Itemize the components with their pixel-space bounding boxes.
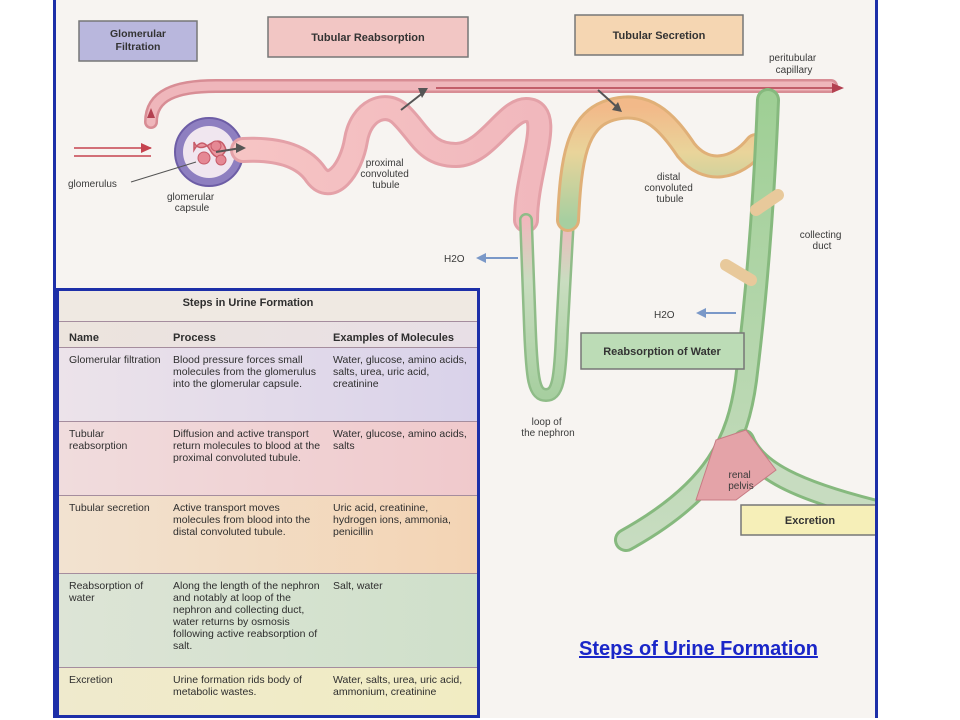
table-row: Excretion Urine formation rids body of m… xyxy=(59,667,477,715)
table-row: Tubular reabsorption Diffusion and activ… xyxy=(59,421,477,495)
row-name: Reabsorption of water xyxy=(69,580,144,604)
row-examples: Water, glucose, amino acids, salts, urea… xyxy=(333,354,467,390)
afferent-arteriole xyxy=(74,143,152,157)
tubular-reabsorption-banner: Tubular Reabsorption xyxy=(267,16,469,58)
peritubular-capillary-label: peritubular capillary xyxy=(769,53,819,76)
collecting-duct-shape xyxy=(614,88,875,552)
row-examples: Salt, water xyxy=(333,580,383,592)
h2o-label-duct: H2O xyxy=(654,310,675,321)
svg-text:Tubular Secretion: Tubular Secretion xyxy=(613,30,706,42)
water-arrow-loop xyxy=(476,253,518,263)
caption-link[interactable]: Steps of Urine Formation xyxy=(579,638,818,660)
header-process: Process xyxy=(173,332,216,344)
reabsorption-of-water-banner: Reabsorption of Water xyxy=(580,332,745,370)
glomerulus-pointer xyxy=(130,161,197,183)
loop-lumen xyxy=(521,215,573,400)
collecting-duct-label: collecting duct xyxy=(800,230,844,252)
row-name: Glomerular filtration xyxy=(69,354,161,366)
row-name: Tubular secretion xyxy=(69,502,150,514)
table-title: Steps in Urine Formation xyxy=(182,297,314,309)
h2o-label-loop: H2O xyxy=(444,254,465,265)
renal-pelvis-label: renal pelvis xyxy=(728,470,754,492)
row-process: Urine formation rids body of metabolic w… xyxy=(173,674,302,698)
table-row: Tubular secretion Active transport moves… xyxy=(59,495,477,573)
water-arrow-duct xyxy=(696,308,736,318)
svg-text:Reabsorption of Water: Reabsorption of Water xyxy=(603,346,721,358)
dct-lumen xyxy=(559,98,765,229)
svg-text:Excretion: Excretion xyxy=(785,515,835,527)
loop-of-nephron-label: loop of the nephron xyxy=(521,417,574,439)
table-row: Glomerular filtration Blood pressure for… xyxy=(59,347,477,421)
secretion-arrow xyxy=(597,89,622,112)
excretion-banner: Excretion xyxy=(740,504,875,536)
glomerulus-label: glomerulus xyxy=(68,179,117,190)
glomerular-capsule-label: glomerular capsule xyxy=(167,192,217,214)
row-process: Active transport moves molecules from bl… xyxy=(173,502,311,538)
row-process: Blood pressure forces small molecules fr… xyxy=(173,354,316,390)
reabsorption-arrow xyxy=(400,88,428,111)
table-header-row: Name Process Examples of Molecules xyxy=(59,321,477,347)
row-examples: Water, salts, urea, uric acid, ammonium,… xyxy=(333,674,463,698)
svg-text:Tubular Reabsorption: Tubular Reabsorption xyxy=(311,32,425,44)
row-name: Tubular reabsorption xyxy=(69,428,128,452)
header-examples: Examples of Molecules xyxy=(333,332,455,344)
filtration-arrow xyxy=(215,143,246,153)
row-examples: Uric acid, creatinine, hydrogen ions, am… xyxy=(333,502,451,538)
tubular-secretion-banner: Tubular Secretion xyxy=(574,14,744,56)
row-name: Excretion xyxy=(69,674,113,686)
row-process: Diffusion and active transport return mo… xyxy=(173,428,321,464)
row-examples: Water, glucose, amino acids, salts xyxy=(333,428,467,452)
peritubular-capillary-vessel xyxy=(144,79,844,129)
table-row: Reabsorption of water Along the length o… xyxy=(59,573,477,667)
steps-table: Steps in Urine Formation Name Process Ex… xyxy=(56,288,480,718)
row-process: Along the length of the nephron and nota… xyxy=(173,580,320,652)
distal-convoluted-tubule-label: distal convoluted tubule xyxy=(644,172,695,205)
pct-lumen xyxy=(233,98,550,230)
proximal-convoluted-tubule-label: proximal convoluted tubule xyxy=(360,158,411,191)
header-name: Name xyxy=(69,332,99,344)
